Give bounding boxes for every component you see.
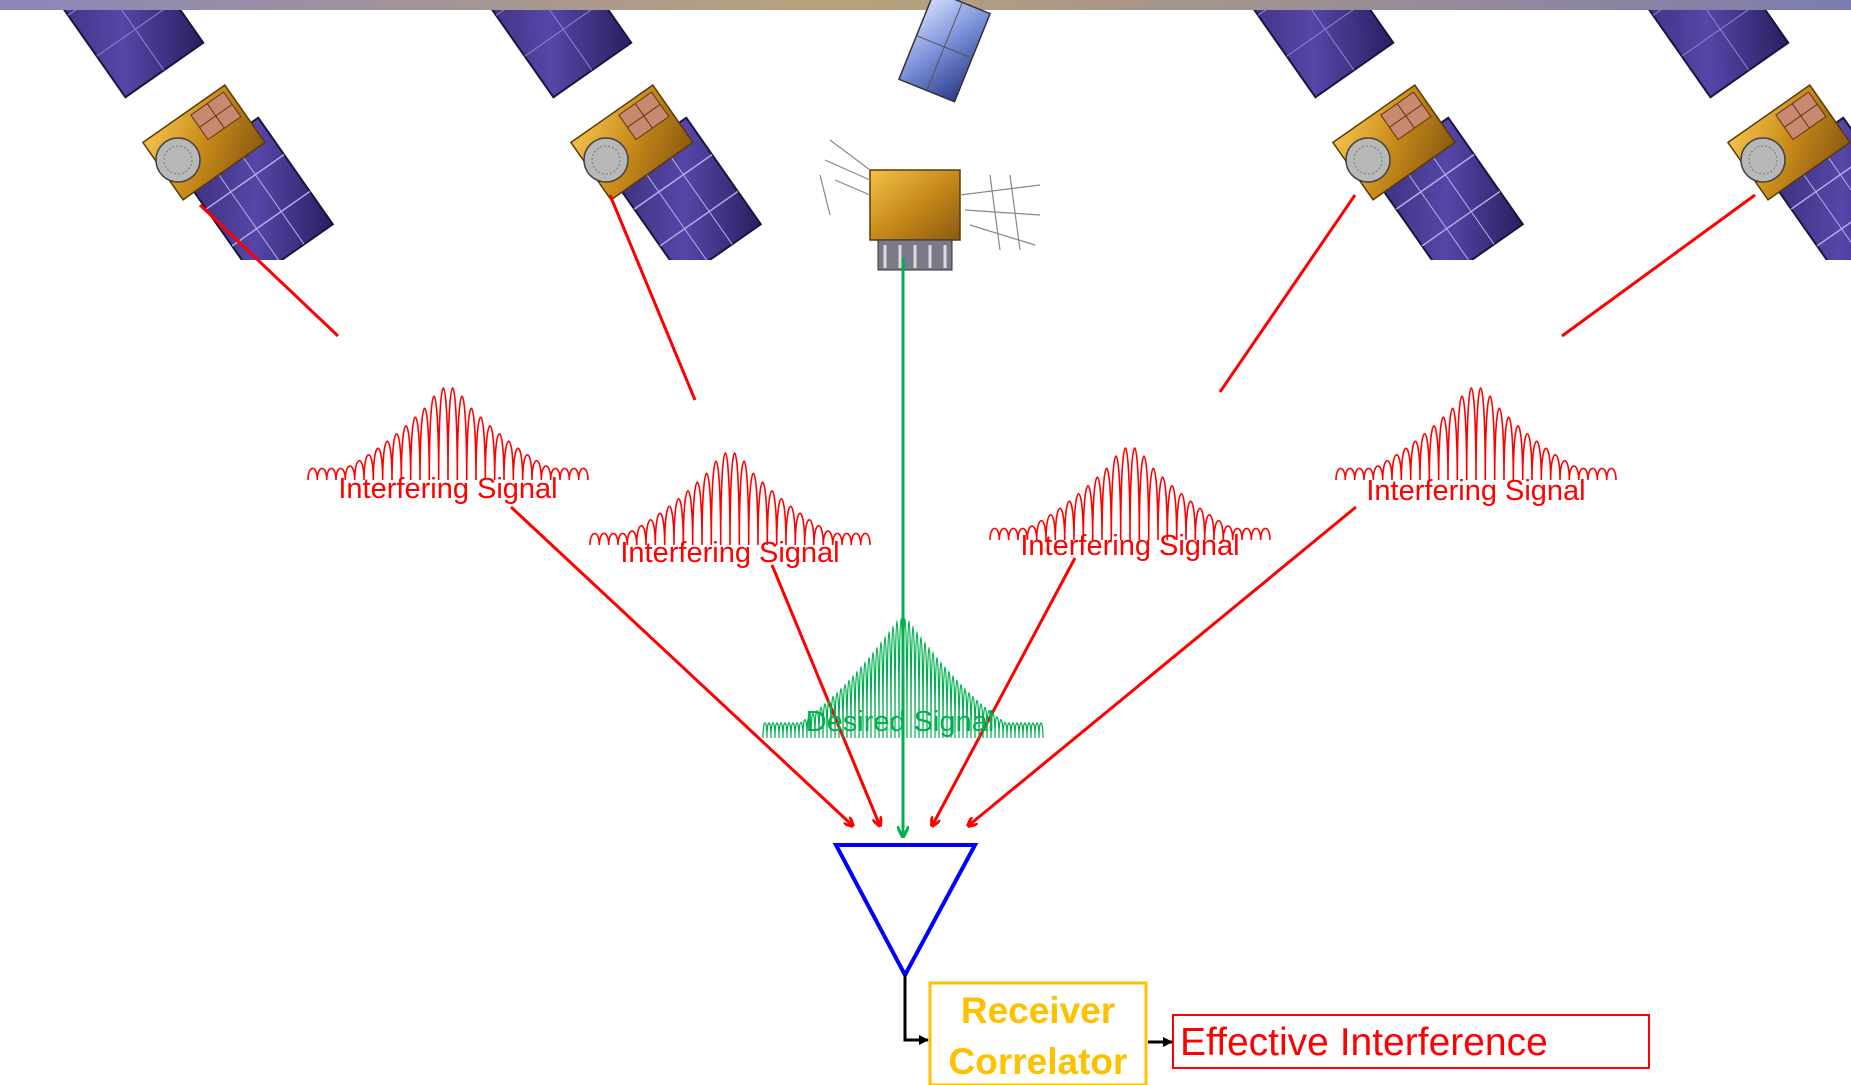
correlator-label: Correlator <box>949 1041 1128 1082</box>
receiver-antenna <box>832 843 979 980</box>
interfering-satellite-2 <box>466 10 762 260</box>
desired-spectrum <box>762 618 1044 739</box>
interfering-label-1: Interfering Signal <box>338 473 557 505</box>
interfering-spectrum-2 <box>589 452 871 546</box>
interfering-label-2: Interfering Signal <box>620 537 839 569</box>
desired-signal-label: Desired Signal <box>806 706 995 738</box>
interfering-satellite-4 <box>1623 10 1851 260</box>
interfering-ray-4-upper <box>1561 193 1756 338</box>
interfering-satellite-3 <box>1228 10 1524 260</box>
interfering-ray-1-upper <box>198 203 340 338</box>
interfering-ray-2-lower <box>770 564 880 826</box>
effective-interference-label: Effective Interference <box>1180 1021 1548 1064</box>
interfering-spectrum-3 <box>989 447 1271 541</box>
interfering-satellite-1 <box>38 10 334 260</box>
receiver-correlator-box <box>928 981 1148 1085</box>
interfering-ray-2-upper <box>608 194 697 401</box>
interfering-spectrum-4 <box>1335 387 1617 481</box>
receiver-label: Receiver <box>961 990 1115 1031</box>
effective-interference-box <box>1172 1014 1650 1069</box>
interfering-ray-3-upper <box>1218 194 1357 393</box>
interfering-label-3: Interfering Signal <box>1020 530 1239 562</box>
top-banner-strip <box>0 0 1851 10</box>
interfering-ray-3-lower <box>932 557 1077 826</box>
interfering-ray-1-lower <box>509 505 853 826</box>
interfering-label-4: Interfering Signal <box>1366 475 1585 507</box>
antenna-connector <box>903 975 929 1045</box>
desired-satellite <box>819 0 1041 271</box>
interfering-ray-4-lower <box>968 505 1357 826</box>
interfering-spectrum-1 <box>307 387 589 481</box>
